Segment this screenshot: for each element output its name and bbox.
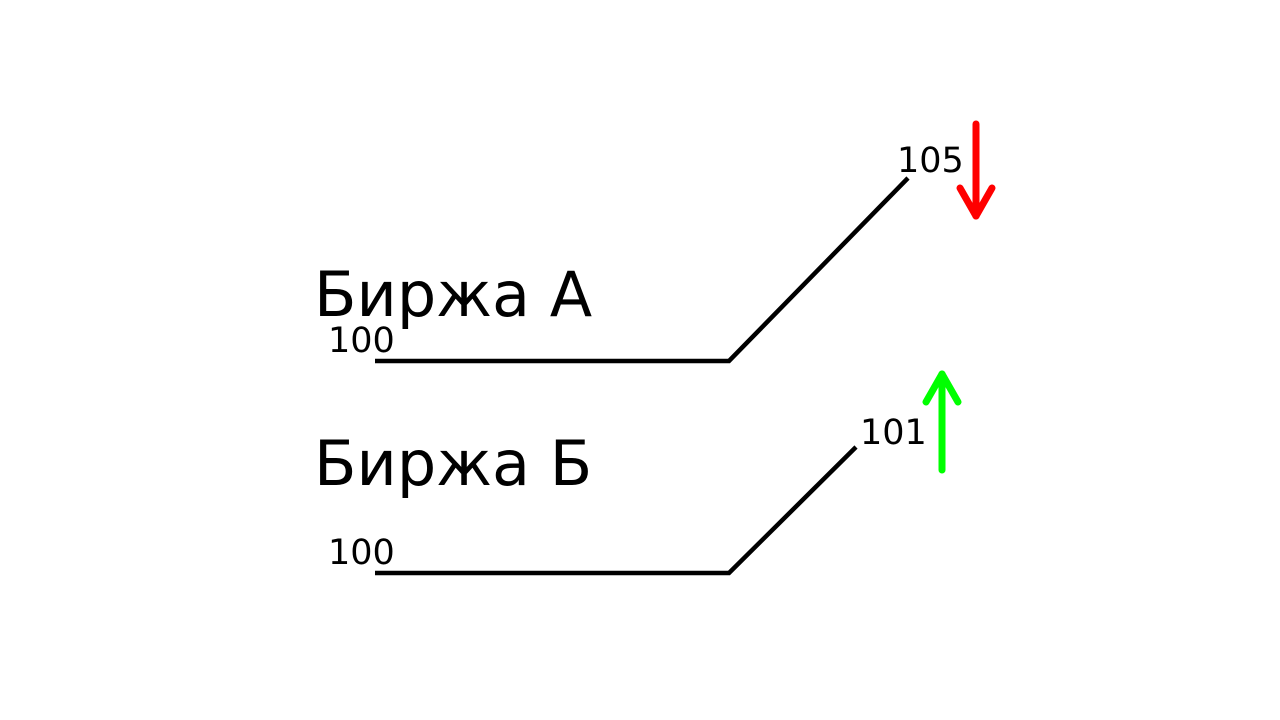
exchange-a-end-price: 105 [897,141,964,181]
exchange-b-end-price: 101 [860,413,927,453]
exchange-a-label: Биржа А [314,258,592,331]
exchange-b-label: Биржа Б [314,427,592,500]
exchange-a-price-line [375,176,910,364]
exchange-b-group: Биржа Б 100 101 [314,370,962,576]
exchange-a-start-price: 100 [328,321,395,361]
exchange-a-group: Биржа А 100 105 [314,120,996,364]
up-arrow-icon [922,370,962,474]
exchange-b-start-price: 100 [328,533,395,573]
exchange-b-price-line [375,445,858,576]
down-arrow-icon [956,120,996,220]
